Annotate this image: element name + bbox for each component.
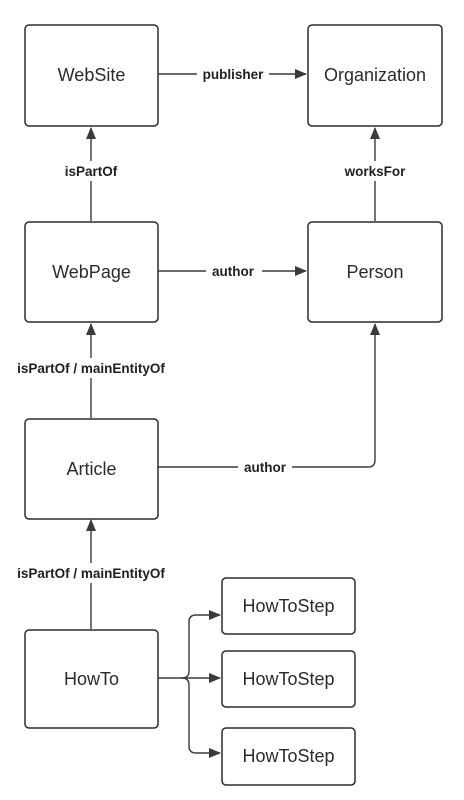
node-label-howto: HowTo xyxy=(64,669,119,689)
edge-article-author-person: author xyxy=(158,323,380,476)
edge-article-ispartof-webpage: isPartOf / mainEntityOf xyxy=(6,323,176,418)
node-label-person: Person xyxy=(346,262,403,282)
node-website: WebSite xyxy=(24,24,159,127)
edge-label-author-2: author xyxy=(244,460,287,475)
node-label-howtostep-2: HowToStep xyxy=(242,669,334,689)
edge-howto-ispartof-article: isPartOf / mainEntityOf xyxy=(6,519,176,629)
node-howtostep-2: HowToStep xyxy=(221,650,356,708)
node-howtostep-3: HowToStep xyxy=(221,727,356,786)
node-label-howtostep-1: HowToStep xyxy=(242,596,334,616)
node-article: Article xyxy=(24,418,159,520)
edge-label-worksfor: worksFor xyxy=(344,164,407,179)
node-person: Person xyxy=(307,221,443,323)
edge-webpage-author-person: author xyxy=(158,262,307,280)
edge-label-author-1: author xyxy=(212,264,255,279)
edge-howto-steps xyxy=(158,610,221,758)
edge-label-ispartof-mainentityof-1: isPartOf / mainEntityOf xyxy=(17,361,165,376)
node-label-article: Article xyxy=(66,459,116,479)
node-howtostep-1: HowToStep xyxy=(221,577,356,635)
node-organization: Organization xyxy=(307,24,443,127)
edge-person-worksfor-organization: worksFor xyxy=(338,127,412,221)
edge-label-publisher: publisher xyxy=(203,67,265,82)
node-label-organization: Organization xyxy=(324,65,426,85)
node-webpage: WebPage xyxy=(24,221,159,323)
node-howto: HowTo xyxy=(24,629,159,729)
edge-label-ispartof-mainentityof-2: isPartOf / mainEntityOf xyxy=(17,566,165,581)
node-label-website: WebSite xyxy=(58,65,126,85)
edge-webpage-ispartof-website: isPartOf xyxy=(58,127,124,221)
node-label-howtostep-3: HowToStep xyxy=(242,746,334,766)
edge-website-publisher-organization: publisher xyxy=(158,65,307,83)
edge-label-ispartof-1: isPartOf xyxy=(65,164,118,179)
node-label-webpage: WebPage xyxy=(52,262,131,282)
